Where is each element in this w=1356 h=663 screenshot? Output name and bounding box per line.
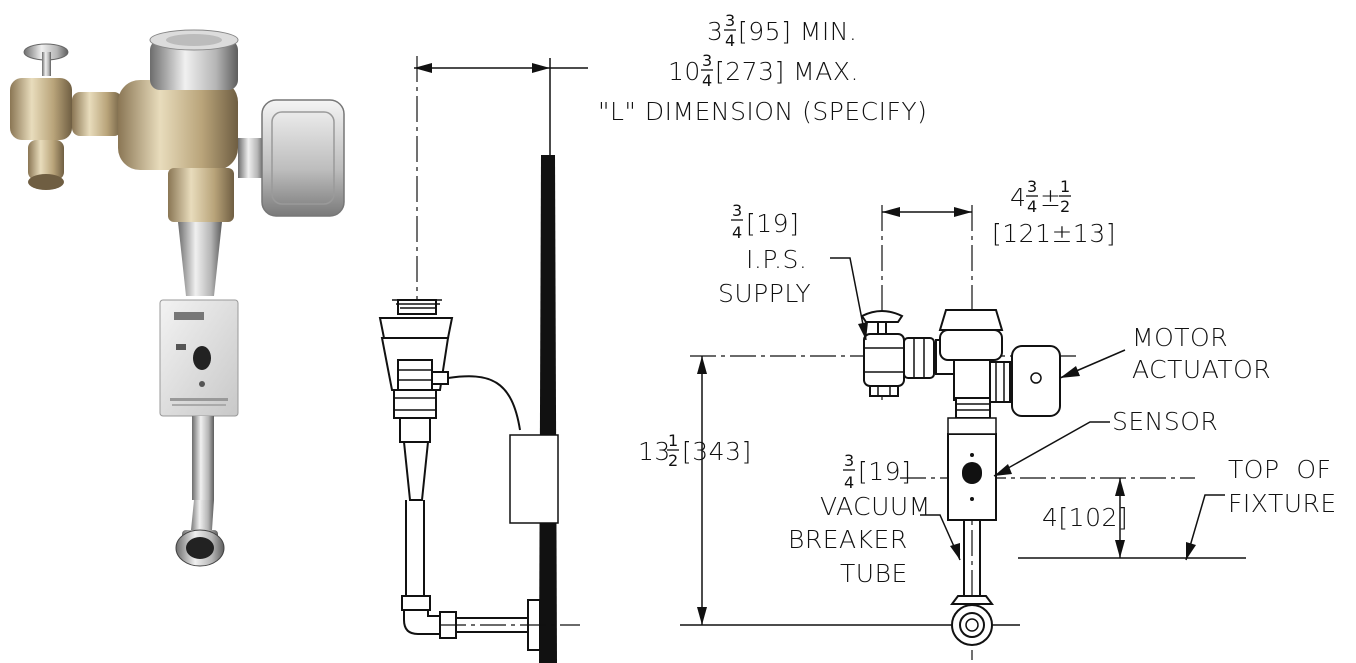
height-den: 2 xyxy=(668,451,678,470)
offset-tol-sign: ± xyxy=(1040,183,1061,212)
vb-breaker: BREAKER xyxy=(788,525,908,554)
motor-line1: MOTOR xyxy=(1132,323,1228,352)
supply-den: 4 xyxy=(732,223,742,242)
photo-motor-actuator xyxy=(238,99,345,217)
side-view-pipe xyxy=(401,500,580,651)
supply-word: SUPPLY xyxy=(718,279,811,308)
photo-valve-handle xyxy=(23,43,69,76)
front-view-valve-body xyxy=(935,309,1011,419)
l-max-den: 4 xyxy=(702,71,712,90)
l-max-rest: [273] MAX. xyxy=(715,57,859,86)
height-dimension-text: 13 1 2 [343] xyxy=(638,431,752,470)
wall-section xyxy=(539,155,557,663)
front-view-sensor-housing xyxy=(947,417,997,521)
top-of-fixture-label: TOP OF FIXTURE xyxy=(1228,455,1337,518)
vb-num: 3 xyxy=(844,451,854,470)
l-min-whole: 3 xyxy=(707,17,723,46)
photo-angle-stop xyxy=(10,78,72,190)
vb-rest: [19] xyxy=(858,457,911,486)
l-dimension-specify: "L" DIMENSION (SPECIFY) xyxy=(598,97,927,126)
height-rest: [343] xyxy=(682,437,752,466)
front-view-motor-actuator xyxy=(1011,345,1061,417)
offset-den: 4 xyxy=(1027,197,1037,216)
vb-vacuum: VACUUM xyxy=(820,492,931,521)
side-view-drawing xyxy=(378,56,588,663)
leader-lines xyxy=(830,257,1225,561)
product-photo xyxy=(10,29,345,567)
front-view-vacuum-breaker-tube xyxy=(950,520,994,646)
motor-actuator-label: MOTOR ACTUATOR xyxy=(1132,323,1271,384)
l-min-den: 4 xyxy=(725,31,735,50)
top-of-line2: FIXTURE xyxy=(1228,489,1337,518)
vacuum-breaker-label: 3 4 [19] VACUUM BREAKER TUBE xyxy=(788,451,931,588)
vb-tube: TUBE xyxy=(840,559,908,588)
photo-vacuum-breaker-tube xyxy=(175,416,225,567)
side-view-control-box xyxy=(509,434,559,524)
side-view-valve xyxy=(378,299,454,501)
supply-rest: [19] xyxy=(746,209,799,238)
sensor-label: SENSOR xyxy=(1112,407,1218,436)
offset-tol-num: 1 xyxy=(1060,177,1070,196)
fixture-offset-label: 4[102] xyxy=(1042,503,1128,532)
supply-label: 3 4 [19] I.P.S. SUPPLY xyxy=(718,201,811,308)
l-max-num: 3 xyxy=(702,51,712,70)
photo-sensor-housing xyxy=(159,299,239,417)
l-min-rest: [95] MIN. xyxy=(738,17,857,46)
height-num: 1 xyxy=(668,431,678,450)
actuator-cable xyxy=(447,375,521,431)
photo-coupling xyxy=(72,92,122,136)
l-max-whole: 10 xyxy=(668,57,701,86)
photo-valve-body xyxy=(118,29,239,170)
motor-line2: ACTUATOR xyxy=(1132,355,1271,384)
offset-whole: 4 xyxy=(1010,183,1026,212)
offset-metric: [121±13] xyxy=(992,219,1116,248)
top-of-line1: TOP OF xyxy=(1228,455,1331,484)
height-whole: 13 xyxy=(638,437,671,466)
offset-tol-den: 2 xyxy=(1060,197,1070,216)
offset-num: 3 xyxy=(1027,177,1037,196)
vb-den: 4 xyxy=(844,473,854,492)
l-dimension-text: 3 3 4 [95] MIN. 10 3 4 [273] MAX. "L" DI… xyxy=(598,11,927,126)
supply-num: 3 xyxy=(732,201,742,220)
front-view-drawing xyxy=(680,205,1246,660)
l-min-num: 3 xyxy=(725,11,735,30)
front-view-supply-valve xyxy=(860,310,935,397)
supply-ips: I.P.S. xyxy=(746,245,807,274)
offset-dimension-text: 4 3 4 ± 1 2 [121±13] xyxy=(992,177,1116,248)
photo-tailpiece xyxy=(168,168,234,296)
